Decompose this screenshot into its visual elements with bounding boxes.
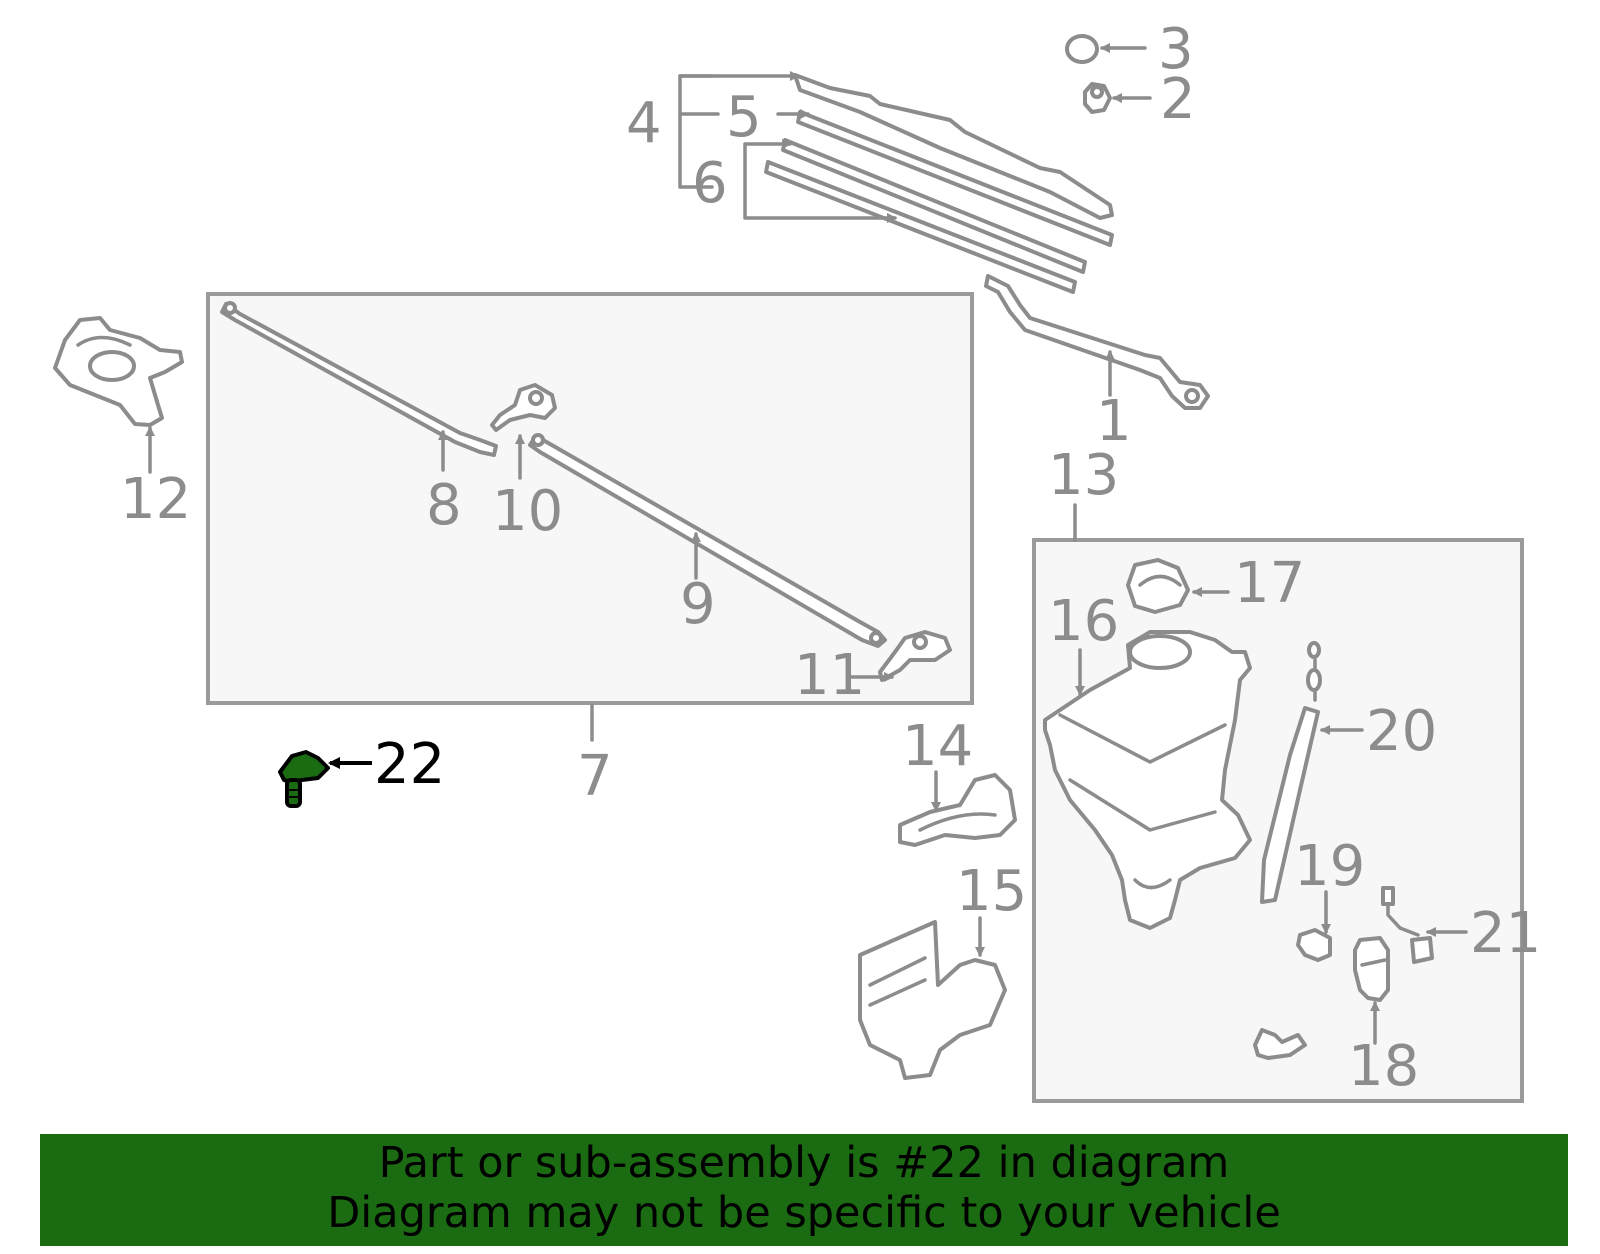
callout-8: 8 bbox=[426, 473, 462, 538]
cap-part-3 bbox=[1065, 34, 1099, 64]
link-rod-8 bbox=[220, 301, 498, 457]
callout-1: 1 bbox=[1096, 389, 1132, 454]
wiper-arm bbox=[984, 274, 1210, 410]
banner-line-1: Part or sub-assembly is #22 in diagram bbox=[378, 1138, 1230, 1188]
bracket-14 bbox=[898, 773, 1017, 847]
grommet-19 bbox=[1296, 928, 1332, 962]
pivot-11 bbox=[878, 630, 952, 682]
pivot-10 bbox=[490, 383, 557, 432]
bracket-15 bbox=[858, 920, 1007, 1080]
washer-pump bbox=[1353, 936, 1390, 1002]
callout-15: 15 bbox=[956, 859, 1027, 924]
callout-11: 11 bbox=[794, 643, 865, 708]
callout-16: 16 bbox=[1048, 589, 1119, 654]
callout-14: 14 bbox=[902, 714, 973, 779]
link-rod-9 bbox=[528, 433, 887, 648]
callout-2: 2 bbox=[1160, 67, 1196, 132]
callout-18: 18 bbox=[1348, 1034, 1419, 1099]
callout-20: 20 bbox=[1366, 699, 1437, 764]
callout-5: 5 bbox=[726, 85, 762, 150]
callout-21: 21 bbox=[1470, 901, 1541, 966]
washer-hose bbox=[1260, 641, 1322, 904]
info-banner: Part or sub-assembly is #22 in diagram D… bbox=[40, 1134, 1568, 1246]
banner-line-2: Diagram may not be specific to your vehi… bbox=[327, 1188, 1281, 1238]
wiper-motor bbox=[53, 316, 184, 427]
callout-12: 12 bbox=[120, 467, 191, 532]
callout-7: 7 bbox=[577, 744, 613, 809]
callout-17: 17 bbox=[1234, 551, 1305, 616]
callout-6: 6 bbox=[692, 151, 728, 216]
connector-21 bbox=[1381, 886, 1434, 964]
callout-19: 19 bbox=[1294, 834, 1365, 899]
elbow-hose bbox=[1253, 1028, 1307, 1060]
wiper-blade-assembly bbox=[764, 73, 1114, 294]
callout-22: 22 bbox=[374, 732, 445, 797]
callout-3: 3 bbox=[1158, 17, 1194, 82]
callout-labels: 1 2 3 4 5 6 7 8 9 10 11 12 13 14 15 16 1… bbox=[120, 17, 1541, 1099]
callout-13: 13 bbox=[1048, 443, 1119, 508]
reservoir-cap bbox=[1126, 558, 1190, 614]
callout-9: 9 bbox=[680, 572, 716, 637]
nut-part-2 bbox=[1083, 82, 1112, 114]
washer-reservoir bbox=[1043, 630, 1252, 930]
highlighted-part-22 bbox=[278, 750, 330, 808]
linkage-assembly-box bbox=[206, 292, 974, 705]
callout-4: 4 bbox=[626, 91, 662, 156]
callout-10: 10 bbox=[492, 479, 563, 544]
leader-lines bbox=[145, 43, 1468, 1045]
